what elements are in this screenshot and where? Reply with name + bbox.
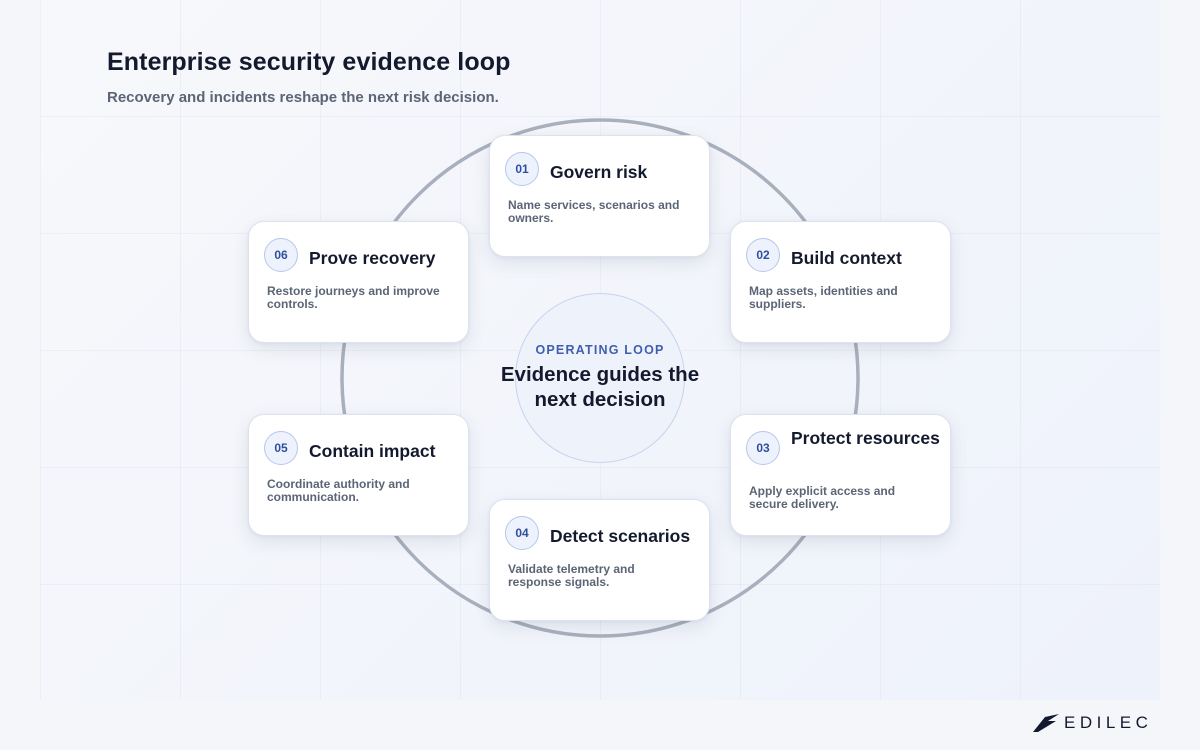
step-description: Name services, scenarios and owners. [508, 198, 680, 225]
step-title: Build context [791, 248, 902, 268]
brand-logo: EDILEC [1032, 712, 1152, 734]
logo-wordmark: EDILEC [1064, 713, 1153, 732]
step-number-badge: 01 [505, 152, 539, 186]
step-title: Protect resources [791, 428, 940, 448]
logo-mark-icon [1033, 714, 1059, 732]
step-description: Coordinate authority and communication. [267, 477, 410, 504]
step-number-badge: 04 [505, 516, 539, 550]
page-title: Enterprise security evidence loop [107, 48, 511, 76]
step-number-badge: 02 [746, 238, 780, 272]
step-number-badge: 03 [746, 431, 780, 465]
step-description: Map assets, identities and suppliers. [749, 284, 898, 311]
step-number-badge: 06 [264, 238, 298, 272]
step-card-protect-resources: 03 Protect resources Apply explicit acce… [730, 414, 951, 536]
step-description: Restore journeys and improve controls. [267, 284, 440, 311]
step-title: Prove recovery [309, 248, 436, 268]
step-card-contain-impact: 05 Contain impact Coordinate authority a… [248, 414, 469, 536]
center-statement: Evidence guides the next decision [500, 363, 700, 411]
step-description: Validate telemetry and response signals. [508, 562, 635, 589]
step-card-detect-scenarios: 04 Detect scenarios Validate telemetry a… [489, 499, 710, 621]
step-title: Detect scenarios [550, 526, 691, 546]
loop-ring-circle [340, 118, 860, 638]
step-card-govern-risk: 01 Govern risk Name services, scenarios … [489, 135, 710, 257]
center-hub: OPERATING LOOP Evidence guides the next … [501, 293, 699, 463]
step-card-prove-recovery: 06 Prove recovery Restore journeys and i… [248, 221, 469, 343]
step-title: Contain impact [309, 441, 436, 461]
step-title: Govern risk [550, 162, 648, 182]
step-description: Apply explicit access and secure deliver… [749, 484, 896, 511]
step-number-badge: 05 [264, 431, 298, 465]
center-eyebrow: OPERATING LOOP [535, 343, 665, 358]
step-card-build-context: 02 Build context Map assets, identities … [730, 221, 951, 343]
page-subtitle: Recovery and incidents reshape the next … [107, 89, 499, 106]
